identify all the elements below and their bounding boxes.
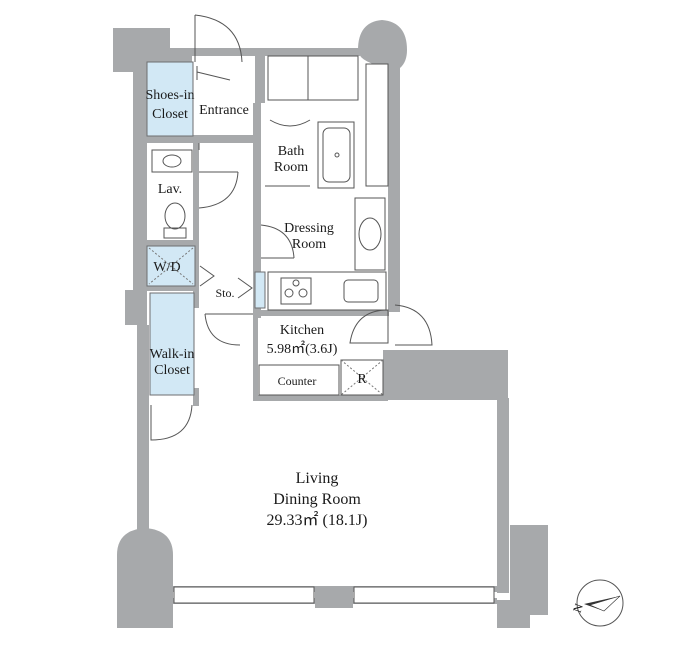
dressing-label-1: Dressing — [284, 221, 334, 236]
dressing-sink — [354, 197, 386, 271]
entrance-label: Entrance — [199, 103, 249, 118]
tall-cabinet — [365, 63, 389, 187]
kitchen-label-2: 5.98㎡(3.6J) — [267, 341, 338, 357]
shoes-closet-label-2: Closet — [152, 107, 188, 122]
walkin-label-1: Walk-in — [150, 347, 195, 362]
washer-marker — [148, 247, 194, 285]
living-label-1: Living — [296, 470, 339, 487]
bath-label-1: Bath — [278, 144, 304, 159]
bath-door-swing — [269, 119, 311, 127]
toilet — [163, 202, 187, 239]
living-label-2: Dining Room — [273, 491, 361, 508]
dressing-label-2: Room — [292, 237, 326, 252]
doors — [150, 14, 433, 441]
refrigerator-label: R — [357, 372, 367, 387]
top-shelf-left — [267, 55, 309, 101]
kitchen-label-1: Kitchen — [280, 323, 324, 338]
storage-closet — [254, 271, 266, 309]
living-label-3: 29.33㎡ (18.1J) — [267, 511, 368, 529]
kitchen-unit — [267, 271, 387, 311]
top-shelf-right — [307, 55, 359, 101]
walkin-label-2: Closet — [154, 363, 190, 378]
lav-sink — [151, 149, 193, 173]
storage-label: Sto. — [215, 286, 234, 300]
shoes-in-closet — [146, 61, 194, 137]
lav-label: Lav. — [158, 182, 182, 197]
walls — [113, 20, 548, 628]
counter-block — [258, 364, 340, 396]
shoes-closet-label-1: Shoes-in — [146, 88, 195, 103]
walk-in-closet — [149, 292, 195, 396]
refrigerator — [340, 359, 384, 396]
compass: N — [570, 579, 624, 627]
bath-label-2: Room — [274, 160, 308, 175]
counter-label: Counter — [278, 374, 317, 388]
wd-label: W/D — [153, 260, 180, 275]
bathtub — [317, 121, 355, 189]
windows — [173, 586, 495, 604]
